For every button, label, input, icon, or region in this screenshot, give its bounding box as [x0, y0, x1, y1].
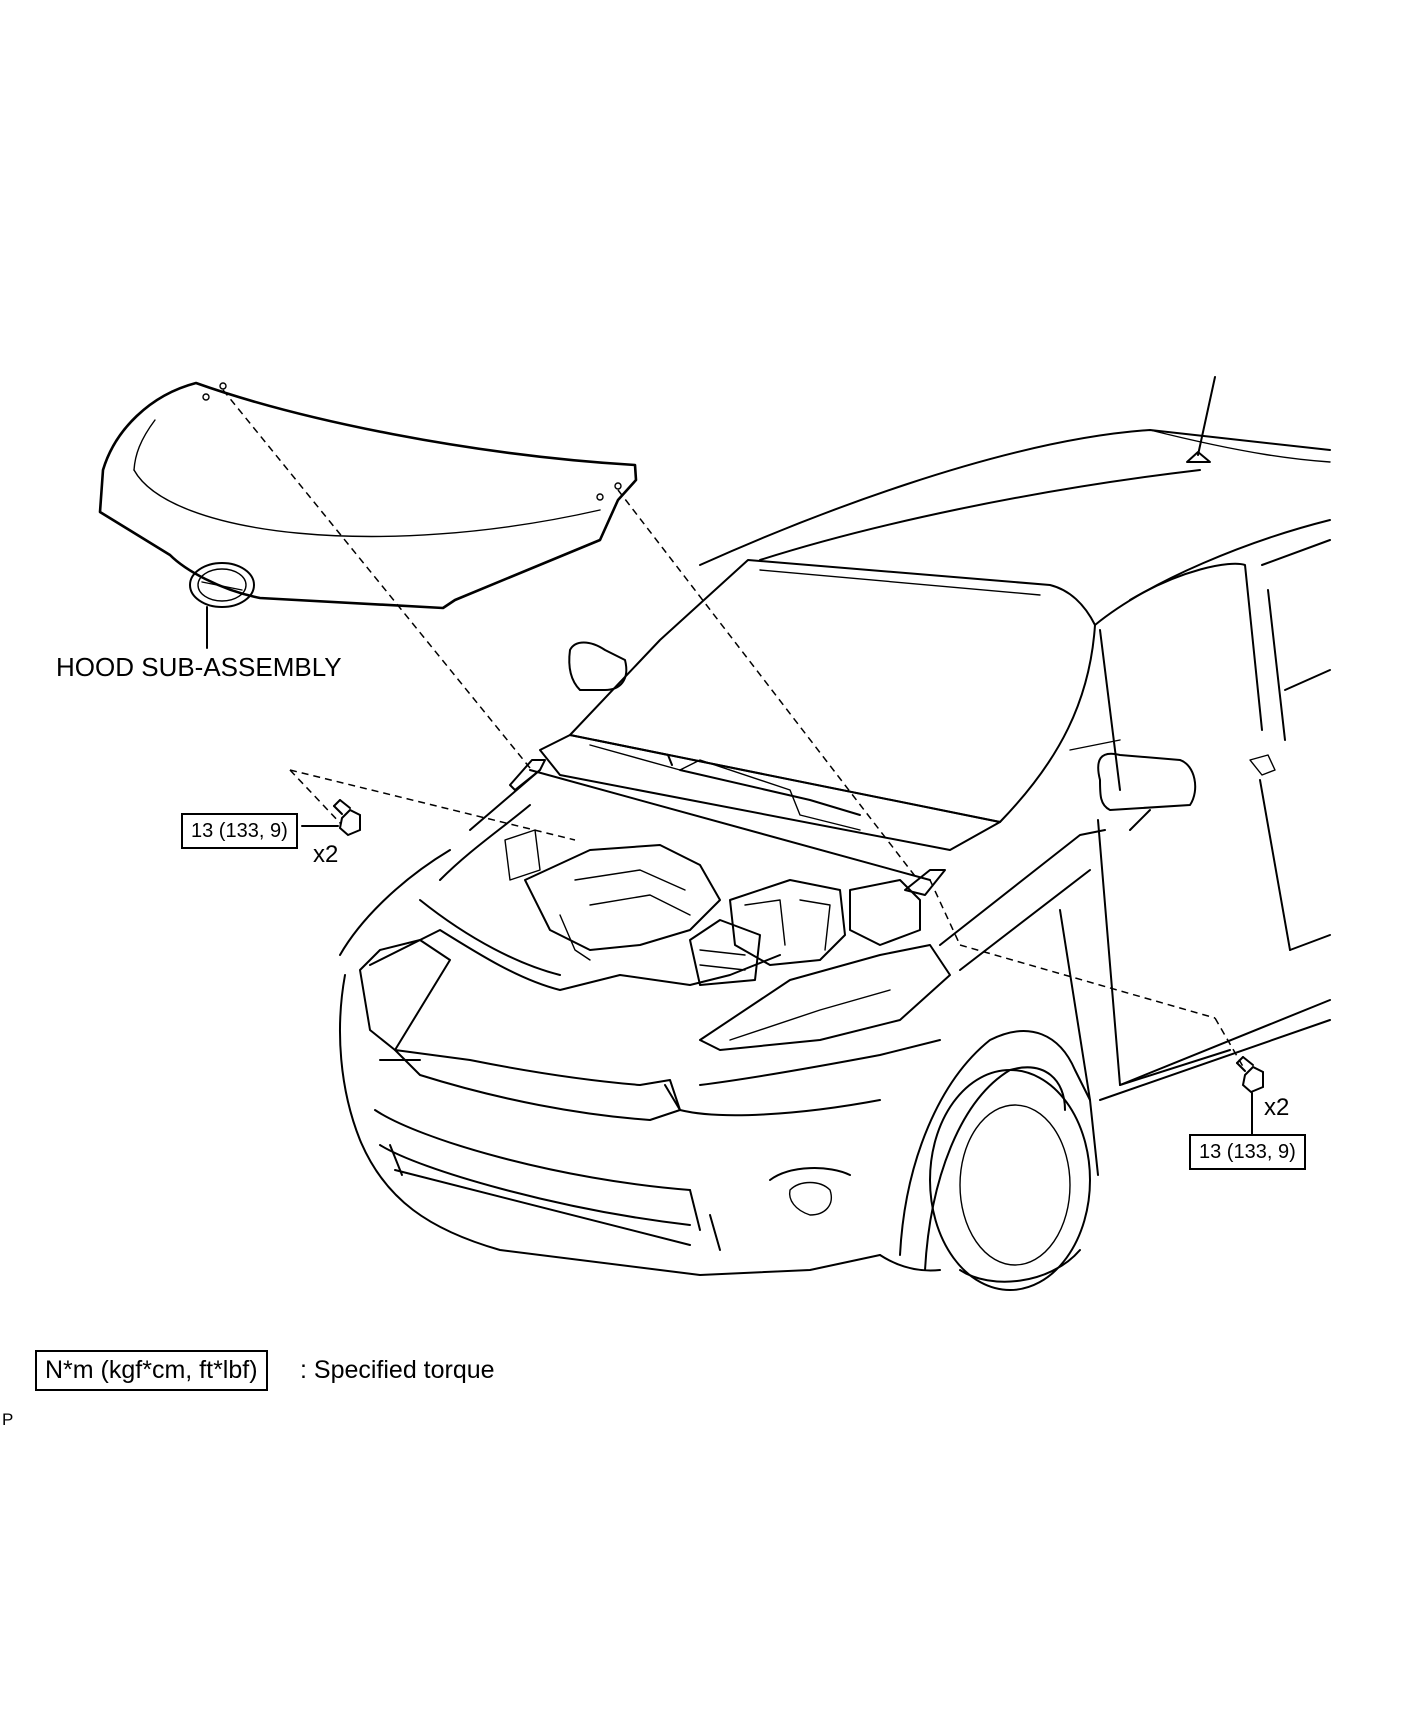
- torque-spec-right: 13 (133, 9): [1189, 1134, 1306, 1170]
- quantity-left: x2: [313, 841, 339, 868]
- torque-legend-text: : Specified torque: [300, 1356, 495, 1384]
- hood-panel: [98, 381, 638, 610]
- hood-sub-assembly-label: HOOD SUB-ASSEMBLY: [56, 652, 342, 682]
- torque-legend-box: N*m (kgf*cm, ft*lbf): [35, 1350, 268, 1391]
- vehicle-outline: [339, 376, 1331, 1291]
- illustration-code: P: [2, 1410, 14, 1429]
- bolt-left-icon: [333, 799, 361, 837]
- bolt-right-icon: [1236, 1056, 1264, 1094]
- torque-spec-left: 13 (133, 9): [181, 813, 298, 849]
- alignment-dashed-lines: [222, 389, 1246, 1071]
- quantity-right: x2: [1264, 1094, 1290, 1121]
